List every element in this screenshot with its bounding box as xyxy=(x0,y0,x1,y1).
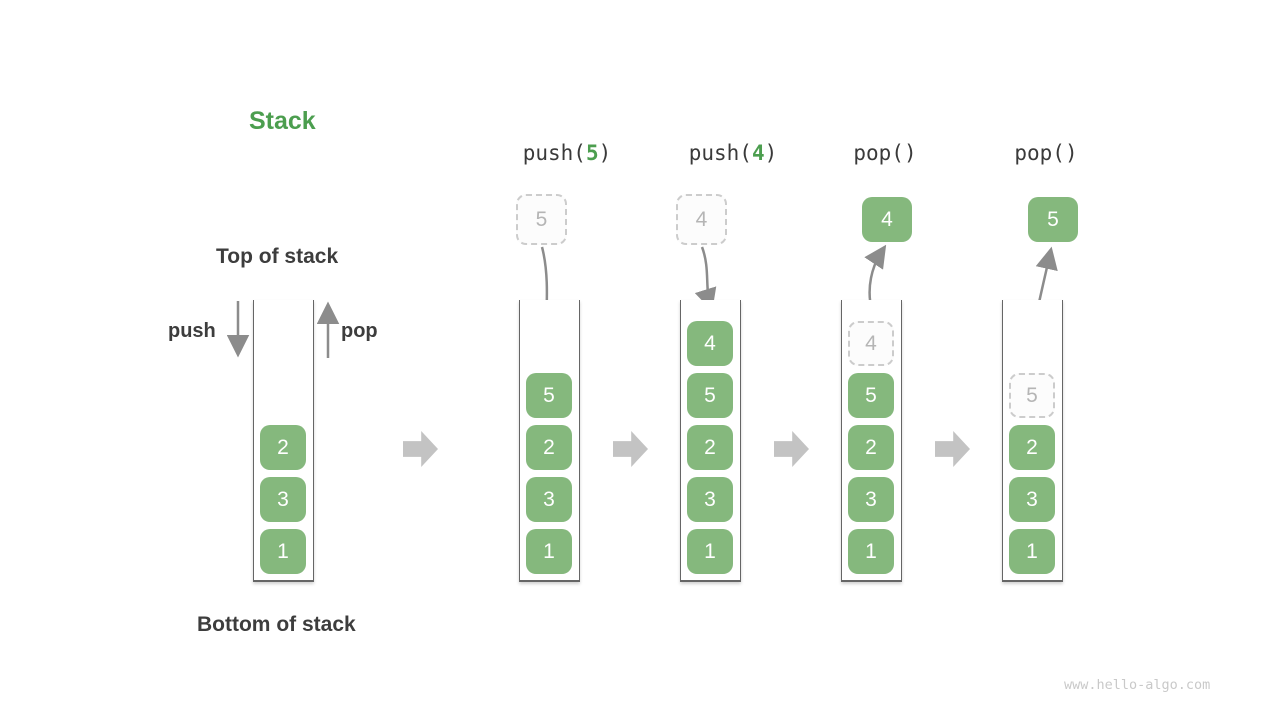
op-label-text: push( xyxy=(522,141,586,165)
stack-block: 3 xyxy=(687,477,733,522)
op-label-text: ) xyxy=(1064,141,1078,165)
watermark: www.hello-algo.com xyxy=(1064,677,1211,693)
push-label: push xyxy=(168,320,216,342)
op-label-pop2: pop() xyxy=(976,141,1116,165)
stack-block: 2 xyxy=(687,425,733,470)
stack-block: 3 xyxy=(526,477,572,522)
stack-block: 5 xyxy=(848,373,894,418)
stack-block: 1 xyxy=(526,529,572,574)
op-label-push4: push(4) xyxy=(663,141,803,165)
flow-arrow-icon xyxy=(774,431,809,467)
flow-arrow-icon xyxy=(403,431,438,467)
stack-block: 1 xyxy=(1009,529,1055,574)
diagram-title: Stack xyxy=(249,107,316,135)
stack-block: 3 xyxy=(1009,477,1055,522)
stack-block: 5 xyxy=(526,373,572,418)
op-label-arg: 4 xyxy=(751,141,765,165)
op-label-text: push( xyxy=(688,141,752,165)
op-label-push5: push(5) xyxy=(497,141,637,165)
op-label-text: pop( xyxy=(1014,141,1065,165)
stack-block: 3 xyxy=(260,477,306,522)
top-of-stack-label: Top of stack xyxy=(216,245,339,268)
op-label-text: ) xyxy=(764,141,778,165)
stack-block: 4 xyxy=(687,321,733,366)
floating-value-box: 5 xyxy=(516,194,567,245)
flow-arrow-icon xyxy=(935,431,970,467)
bottom-of-stack-label: Bottom of stack xyxy=(197,613,356,636)
op-label-text: ) xyxy=(903,141,917,165)
stack-block: 5 xyxy=(687,373,733,418)
op-label-text: pop( xyxy=(853,141,904,165)
floating-value-box: 4 xyxy=(862,197,912,242)
floating-value-box: 4 xyxy=(676,194,727,245)
op-label-arg: 5 xyxy=(585,141,599,165)
stack-block: 1 xyxy=(687,529,733,574)
op-label-pop1: pop() xyxy=(815,141,955,165)
stack-block: 2 xyxy=(1009,425,1055,470)
stack-container-initial: 2 3 1 xyxy=(253,300,314,582)
floating-value-box: 5 xyxy=(1028,197,1078,242)
push4-curved-arrow-icon xyxy=(694,246,717,312)
stack-block: 3 xyxy=(848,477,894,522)
op-label-text: ) xyxy=(598,141,612,165)
stack-container-pop2: 5 2 3 1 xyxy=(1002,300,1063,582)
pop-label: pop xyxy=(341,320,378,342)
stack-block-ghost: 5 xyxy=(1009,373,1055,418)
stack-block: 2 xyxy=(526,425,572,470)
stack-block-ghost: 4 xyxy=(848,321,894,366)
stack-container-pop1: 4 5 2 3 1 xyxy=(841,300,902,582)
stack-container-push4: 4 5 2 3 1 xyxy=(680,300,741,582)
flow-arrow-icon xyxy=(613,431,648,467)
stack-block: 1 xyxy=(260,529,306,574)
stack-block: 2 xyxy=(848,425,894,470)
stack-block: 2 xyxy=(260,425,306,470)
stack-container-push5: 5 2 3 1 xyxy=(519,300,580,582)
stack-block: 1 xyxy=(848,529,894,574)
